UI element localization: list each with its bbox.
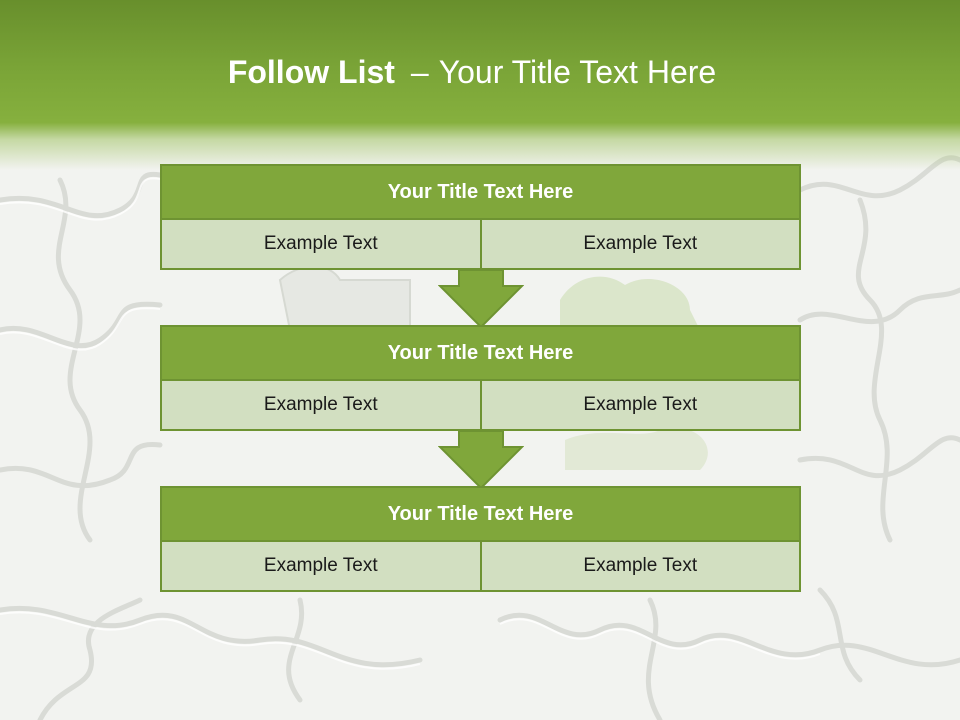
slide-title: Follow List–Your Title Text Here	[0, 54, 944, 91]
list-block-cell-right: Example Text	[479, 381, 801, 431]
header-band	[0, 0, 960, 170]
down-arrow-1	[438, 270, 524, 328]
list-block-cell-left: Example Text	[160, 542, 482, 592]
list-block-title: Your Title Text Here	[160, 486, 801, 542]
down-arrow-2	[438, 431, 524, 489]
list-block-row: Example Text Example Text	[160, 220, 801, 270]
list-block-2: Your Title Text Here Example Text Exampl…	[160, 325, 801, 431]
list-block-title: Your Title Text Here	[160, 325, 801, 381]
list-block-cell-left: Example Text	[160, 381, 482, 431]
list-block-cell-left: Example Text	[160, 220, 482, 270]
list-block-1: Your Title Text Here Example Text Exampl…	[160, 164, 801, 270]
list-block-3: Your Title Text Here Example Text Exampl…	[160, 486, 801, 592]
list-block-cell-right: Example Text	[479, 542, 801, 592]
list-block-row: Example Text Example Text	[160, 381, 801, 431]
slide-title-rest: Your Title Text Here	[438, 54, 717, 90]
list-block-row: Example Text Example Text	[160, 542, 801, 592]
slide-title-dash: –	[410, 54, 429, 90]
list-block-cell-right: Example Text	[479, 220, 801, 270]
list-block-title: Your Title Text Here	[160, 164, 801, 220]
slide-title-bold: Follow List	[227, 54, 395, 90]
